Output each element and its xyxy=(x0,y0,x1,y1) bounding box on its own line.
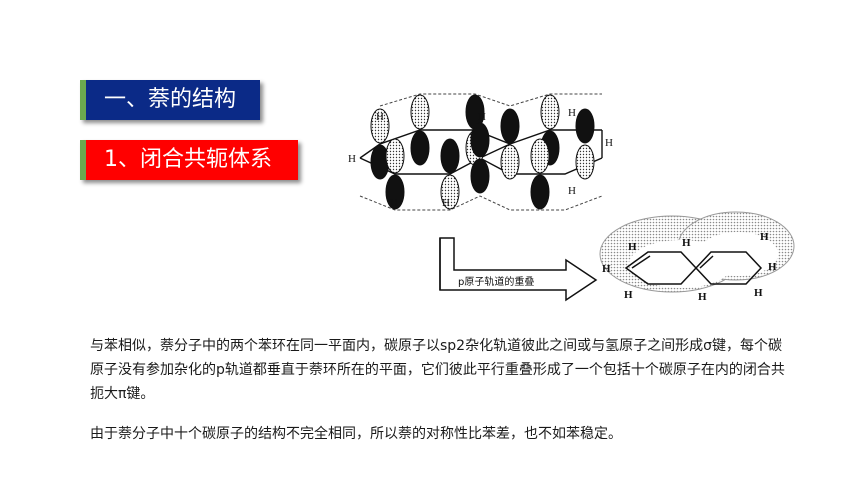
svg-text:H: H xyxy=(568,185,576,197)
top-hydrogen-labels: H H H H H H H H xyxy=(602,231,777,303)
p-orbital-diagram: H H H H H H H H xyxy=(348,93,613,211)
svg-text:H: H xyxy=(602,263,611,275)
dashed-overlap xyxy=(359,93,603,211)
svg-text:H: H xyxy=(568,107,576,119)
pi-cloud xyxy=(599,211,795,293)
arrow-label: p原子轨道的重叠 xyxy=(458,275,534,288)
svg-text:H: H xyxy=(682,237,691,249)
section-subtitle: 1、闭合共轭体系 xyxy=(80,140,298,180)
section-title: 一、萘的结构 xyxy=(80,80,260,120)
svg-text:H: H xyxy=(390,197,398,209)
paragraph-stability: 由于萘分子中十个碳原子的结构不完全相同，所以萘的对称性比苯差，也不如苯稳定。 xyxy=(90,426,622,442)
overlap-diagram: p原子轨道的重叠 H H H H H H H H xyxy=(439,211,795,303)
naphthalene-skeleton xyxy=(624,251,763,285)
svg-text:H: H xyxy=(605,137,613,149)
svg-text:H: H xyxy=(478,111,486,123)
svg-text:H: H xyxy=(348,153,356,165)
svg-text:H: H xyxy=(768,261,777,273)
svg-text:H: H xyxy=(628,241,637,253)
svg-text:H: H xyxy=(442,197,450,209)
svg-text:H: H xyxy=(754,287,763,299)
orbital-lobes xyxy=(370,94,595,210)
paragraph-structure: 与苯相似，萘分子中的两个苯环在同一平面内，碳原子以sp2杂化轨道彼此之间或与氢原… xyxy=(90,338,785,402)
svg-text:H: H xyxy=(760,231,769,243)
svg-text:H: H xyxy=(376,111,384,123)
svg-text:H: H xyxy=(698,291,707,303)
svg-text:H: H xyxy=(624,289,633,301)
hydrogen-labels: H H H H H H H H xyxy=(348,107,613,209)
arrow-shape xyxy=(439,237,598,302)
